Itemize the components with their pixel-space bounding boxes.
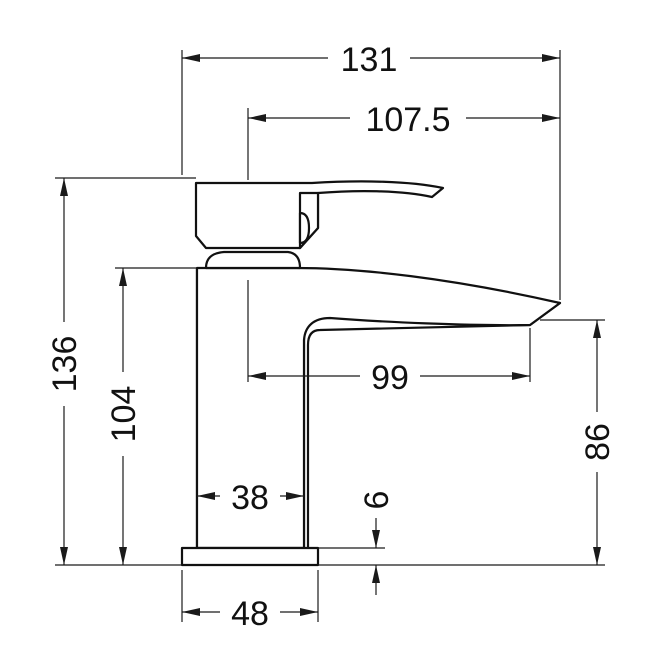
- dimension-spout-reach: 99: [248, 356, 530, 397]
- tap-base: [180, 546, 320, 567]
- dimension-base-thickness: 6: [358, 491, 396, 595]
- dimension-overall-width: 131: [182, 38, 560, 79]
- dimension-lever-to-spout: 107.5: [248, 98, 560, 139]
- label-spout-height: 86: [579, 423, 617, 461]
- dimension-body-height: 104: [103, 268, 143, 565]
- dimension-base-width: 48: [182, 592, 318, 633]
- label-overall-width: 131: [341, 41, 398, 79]
- dimension-overall-height: 136: [44, 178, 84, 565]
- label-body-width: 38: [231, 479, 269, 517]
- dimension-body-width: 38: [197, 476, 304, 517]
- label-base-thickness: 6: [358, 491, 396, 510]
- label-body-height: 104: [105, 386, 143, 443]
- dimension-spout-height: 86: [577, 320, 617, 565]
- label-base-width: 48: [231, 595, 269, 633]
- extension-lines: [55, 50, 605, 622]
- lever-handle: [194, 180, 445, 250]
- lever-collar: [204, 250, 302, 270]
- basin-mixer-tap: [180, 180, 562, 567]
- lever-pivot: [298, 211, 311, 245]
- label-spout-reach: 99: [371, 359, 409, 397]
- label-overall-height: 136: [46, 336, 84, 393]
- label-lever-to-spout: 107.5: [365, 101, 450, 139]
- tap-spout: [195, 266, 562, 550]
